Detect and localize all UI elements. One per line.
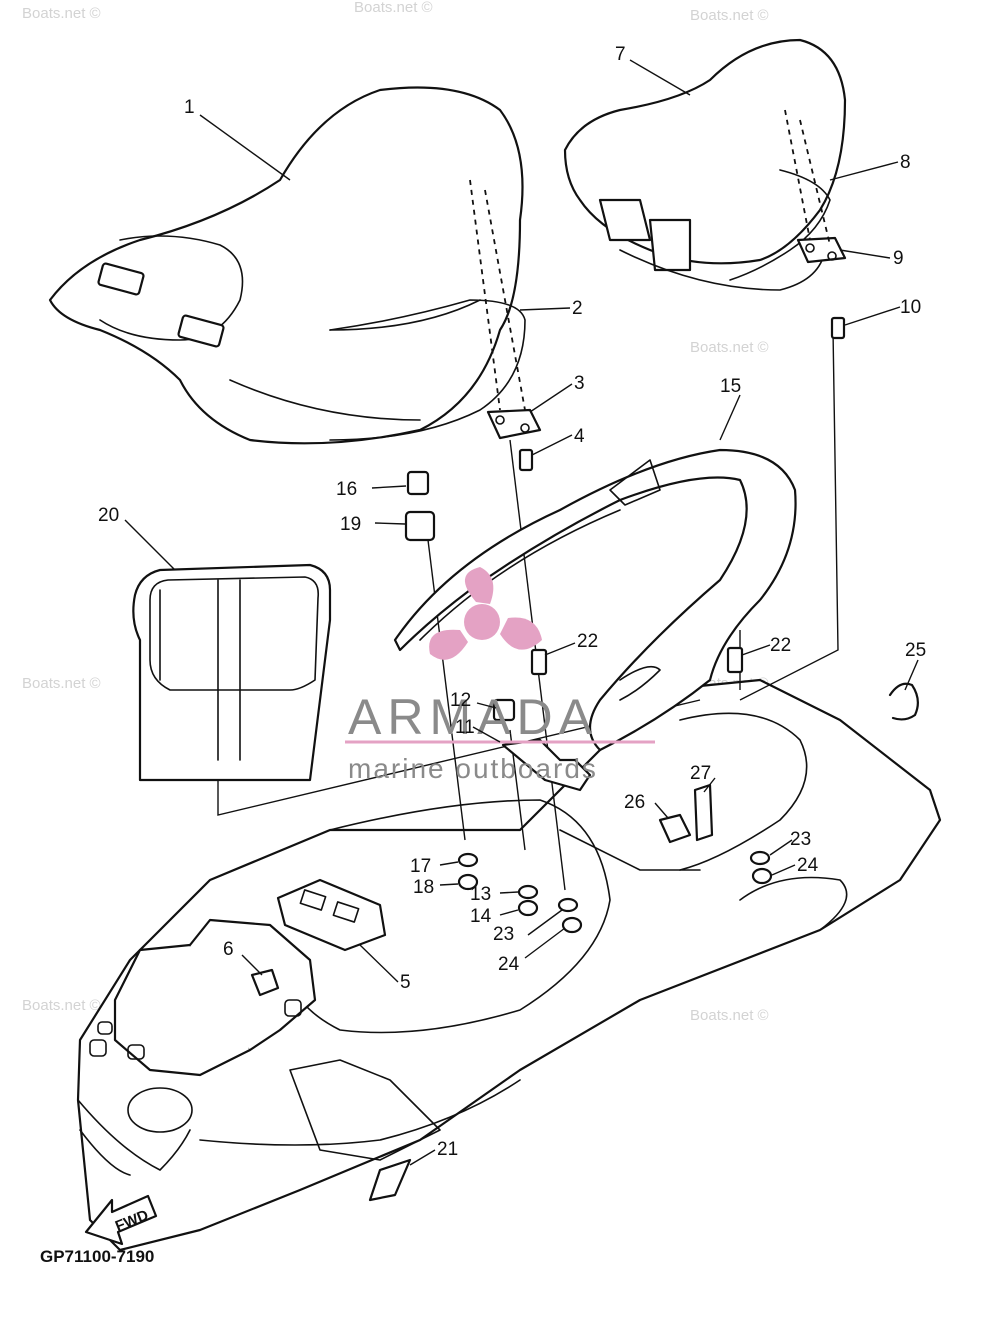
watermark-3: Boats.net © (690, 7, 769, 24)
callout-10: 10 (900, 297, 921, 318)
brand-overlay: ARMADA marine outboards (345, 567, 655, 784)
storage-bin (132, 563, 332, 782)
front-seat (48, 86, 524, 445)
callout-9: 9 (893, 248, 904, 269)
lid-5 (276, 878, 387, 952)
watermark-1: Boats.net © (22, 5, 101, 22)
callout-17: 17 (410, 856, 431, 877)
callout-15: 15 (720, 376, 741, 397)
callout-23a: 23 (493, 924, 514, 945)
callout-16: 16 (336, 479, 357, 500)
callout-8: 8 (900, 152, 911, 173)
watermark-2: Boats.net © (354, 0, 433, 16)
callout-1: 1 (184, 97, 195, 118)
diagram-code: GP71100-7190 (40, 1247, 154, 1266)
callout-2: 2 (572, 298, 583, 319)
brackets (486, 236, 847, 440)
brand-tagline: marine outboards (348, 753, 598, 784)
sticker-21 (368, 1158, 412, 1202)
callout-5: 5 (400, 972, 411, 993)
callout-24a: 24 (498, 954, 520, 975)
callout-20: 20 (98, 505, 119, 526)
callout-14: 14 (470, 906, 492, 927)
callout-22a: 22 (577, 631, 598, 652)
rear-seat (563, 38, 847, 291)
callout-25: 25 (905, 640, 926, 661)
callout-13: 13 (470, 884, 491, 905)
callout-18: 18 (413, 877, 434, 898)
callout-7: 7 (615, 44, 626, 65)
brand-name: ARMADA (348, 689, 598, 745)
seat-band-8 (729, 169, 831, 281)
grab-handle (393, 448, 797, 752)
fwd-arrow-icon (84, 1194, 158, 1246)
callout-6: 6 (223, 939, 234, 960)
hull-deck (76, 678, 942, 1252)
watermark-6: Boats.net © (22, 675, 101, 692)
callout-3: 3 (574, 373, 585, 394)
seal-2 (329, 299, 526, 441)
callout-12: 12 (450, 690, 471, 711)
callout-22b: 22 (770, 635, 791, 656)
watermark-10: Boats.net © (690, 1007, 769, 1024)
callout-24b: 24 (797, 855, 819, 876)
callout-21: 21 (437, 1139, 458, 1160)
watermark-5: Boats.net © (690, 339, 769, 356)
callout-leaders (124, 59, 919, 1166)
callout-23b: 23 (790, 829, 811, 850)
watermark-8: Boats.net © (22, 997, 101, 1014)
callout-27: 27 (690, 763, 711, 784)
callout-26: 26 (624, 792, 645, 813)
callout-4: 4 (574, 426, 585, 447)
callout-11: 11 (455, 717, 475, 738)
callout-19: 19 (340, 514, 361, 535)
callouts: 1 2 3 4 5 6 7 8 9 10 11 12 13 14 15 16 1… (98, 44, 926, 1160)
propeller-logo-icon (429, 567, 542, 660)
